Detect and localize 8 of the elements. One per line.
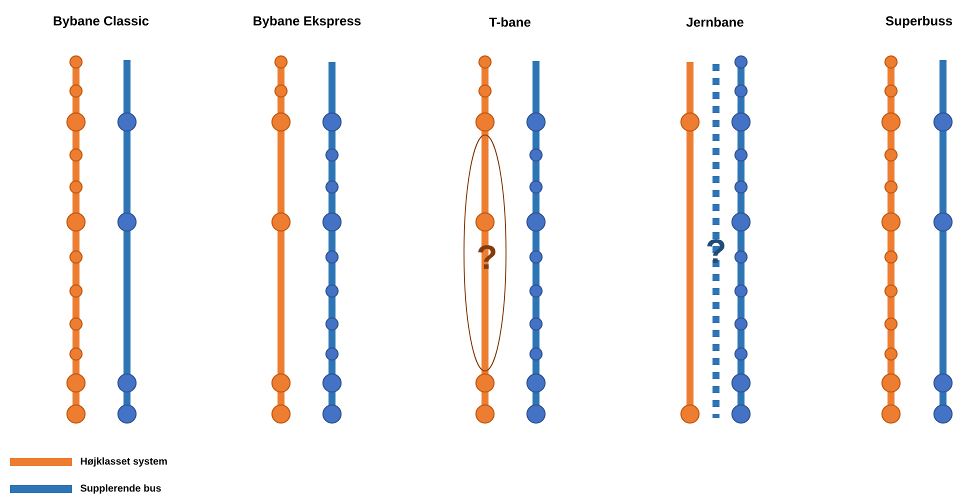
legend-label: Supplerende bus: [80, 484, 161, 494]
panel-title: Bybane Ekspress: [254, 16, 361, 28]
panel-title: Jernbane: [686, 17, 744, 27]
panel-title: Superbuss: [886, 16, 952, 28]
panel-title: Bybane Classic: [54, 16, 149, 28]
panel-title: T-bane: [489, 17, 531, 27]
legend-label: Højklasset system: [80, 457, 167, 467]
question-mark: ?: [707, 239, 724, 263]
